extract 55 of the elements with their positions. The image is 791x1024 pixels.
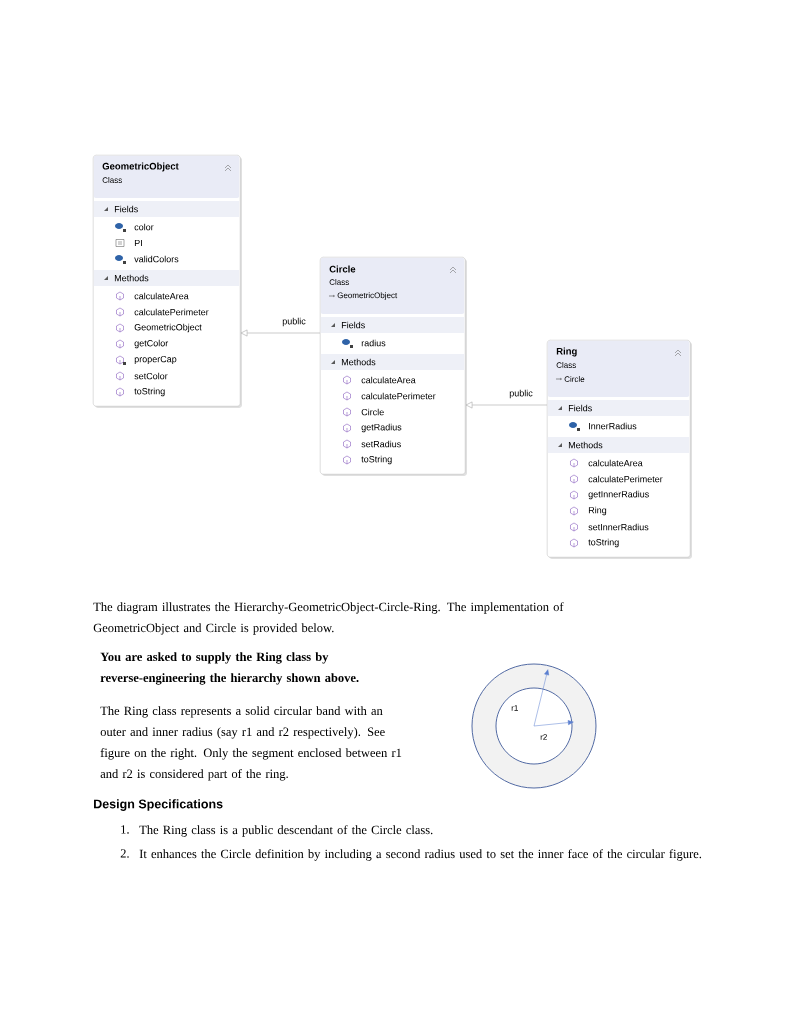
member-name: Ring — [588, 506, 607, 516]
paragraph: The diagram illustrates the Hierarchy-GeometricObject-Circle-Ring. The implementation of GeometricObject and Circle is provided below. — [93, 602, 564, 635]
member-name: toString — [588, 538, 619, 548]
section-header: Fields — [568, 404, 592, 412]
member-name: calculatePerimeter — [361, 392, 436, 400]
member-name: calculateArea — [588, 459, 643, 467]
member-name: toString — [361, 455, 392, 465]
member-name: radius — [361, 339, 386, 347]
section-header: Methods — [341, 358, 376, 366]
class-name: Ring — [556, 347, 577, 357]
member-name: getColor — [134, 339, 169, 349]
class-kind: Class — [329, 279, 349, 285]
instruction-text: You are asked to supply the Ring class by reverse-engineering the hierarchy shown above. — [100, 652, 359, 685]
class-name: GeometricObject — [102, 162, 179, 172]
inheritance-arrow — [240, 329, 321, 337]
member-name: getInnerRadius — [588, 490, 649, 500]
edge-label: public — [508, 388, 534, 400]
member-name: PI — [134, 239, 142, 247]
class-box — [320, 257, 467, 476]
member-name: setColor — [134, 372, 168, 380]
list-number: 2. — [120, 849, 129, 858]
member-name: calculateArea — [134, 292, 189, 300]
section-heading: Design Specifications — [94, 799, 223, 811]
section-header: Methods — [114, 274, 149, 282]
paragraph: The Ring class represents a solid circular band with an outer and inner radius (say r1 and r2 respectively). See figure on the right. Only the segment enclosed between r1 and r2 is considered part of the ring. — [100, 706, 402, 781]
list-item: It enhances the Circle definition by including a second radius used to set the inner face of the circular figure. — [139, 849, 702, 861]
class-kind: Class — [556, 362, 576, 368]
member-name: InnerRadius — [589, 422, 637, 430]
member-name: toString — [134, 387, 165, 397]
inheritance-arrow — [465, 401, 548, 409]
member-name: Circle — [361, 408, 384, 416]
member-name: properCap — [134, 355, 177, 365]
class-box — [93, 155, 242, 408]
section-header: Methods — [568, 441, 603, 449]
member-name: getRadius — [361, 423, 402, 433]
section-header: Fields — [114, 205, 138, 213]
list-item: The Ring class is a public descendant of the Circle class. — [139, 825, 433, 837]
member-name: calculatePerimeter — [588, 475, 663, 483]
member-name: setInnerRadius — [588, 523, 649, 531]
member-name: setRadius — [361, 440, 401, 448]
radius-label: r2 — [540, 734, 547, 740]
member-name: GeometricObject — [134, 323, 202, 333]
list-number: 1. — [121, 825, 129, 834]
member-name: color — [134, 223, 154, 231]
member-name: calculatePerimeter — [134, 308, 209, 316]
base-class: GeometricObject — [337, 292, 398, 300]
class-kind: Class — [102, 177, 122, 183]
edge-label: public — [281, 316, 307, 328]
member-name: calculateArea — [361, 376, 416, 384]
base-class: Circle — [564, 376, 585, 382]
class-name: Circle — [329, 265, 356, 273]
class-box — [547, 340, 692, 559]
member-name: validColors — [134, 255, 179, 263]
section-header: Fields — [341, 321, 365, 329]
radius-label: r1 — [511, 705, 518, 711]
